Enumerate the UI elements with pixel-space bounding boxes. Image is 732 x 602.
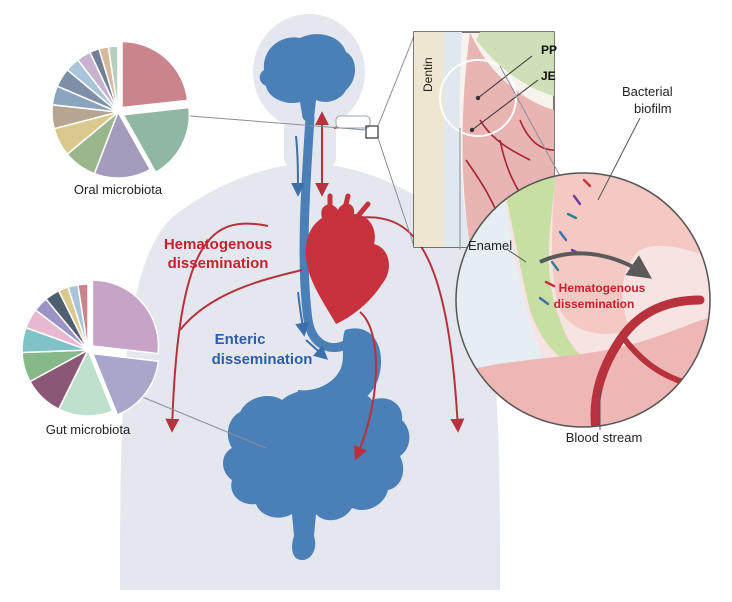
right-hemato-arrow <box>355 216 465 433</box>
gut-pie-slice <box>77 283 89 351</box>
zoom-link-1 <box>499 65 561 177</box>
enamel-pointer <box>507 249 527 263</box>
gut-microbiota-pie <box>21 279 160 417</box>
bacterial-biofilm-label-line2: biofilm <box>634 101 672 116</box>
enteric-arrow-lower <box>295 291 310 337</box>
zoom-connector-bottom <box>377 137 415 247</box>
zoom-hematogenous-line1: Hematogenous <box>559 281 646 295</box>
gut-microbiota-label: Gut microbiota <box>46 422 131 437</box>
oral-pie-slice <box>107 45 119 113</box>
gut-hemato-arrow <box>354 311 378 461</box>
enamel-label: Enamel <box>468 238 512 253</box>
oral-pie-slice <box>122 106 191 174</box>
zoom-detail-circle <box>455 172 711 428</box>
zoom-connector-top <box>377 35 415 127</box>
enteric-label-line1: Enteric <box>215 331 266 348</box>
gut-pie-slice <box>91 279 160 355</box>
biofilm-layer <box>476 32 554 96</box>
gut-connector <box>139 395 267 449</box>
je-label: JE <box>541 69 556 83</box>
oral-connector <box>189 115 367 131</box>
pp-label: PP <box>541 43 557 57</box>
zoom-hematogenous-line2: dissemination <box>554 297 635 311</box>
stomach-icon <box>297 328 382 411</box>
biofilm-pointer <box>597 117 641 201</box>
dentin-layer <box>414 32 444 247</box>
oral-pie-slice <box>93 110 152 179</box>
blood-stream-label: Blood stream <box>566 430 643 445</box>
je-pointer <box>471 79 539 131</box>
zoom-biofilm <box>500 173 600 370</box>
left-hemato-branch <box>179 269 303 331</box>
enteric-arrow-stomach <box>305 339 329 360</box>
zoom-source-circle <box>439 59 517 137</box>
gut-pie-slice <box>91 352 160 416</box>
zoom-enamel <box>456 173 580 427</box>
brain-icon <box>259 34 355 122</box>
oral-pie-slice <box>121 40 189 109</box>
oral-microbiota-label: Oral microbiota <box>74 182 163 197</box>
enteric-arrow-upper <box>290 135 305 197</box>
zoom-tissue <box>460 316 710 427</box>
left-hemato-arrow <box>165 222 269 433</box>
oral-microbiota-pie <box>51 40 191 179</box>
gum-vessels <box>465 119 554 237</box>
hematogenous-label-line1: Hematogenous <box>164 236 272 253</box>
aorta-icon <box>327 193 371 219</box>
enamel-layer <box>444 32 470 247</box>
gut-pie-slice <box>57 348 114 417</box>
heart-icon <box>305 203 389 324</box>
enteric-arrows <box>290 135 329 360</box>
teeth-icon <box>335 115 379 139</box>
zoom-blood-vessel <box>590 295 705 427</box>
dentin-label: Dentin <box>421 57 435 92</box>
enteric-label-line2: dissemination <box>212 351 313 368</box>
connector-lines <box>139 35 415 449</box>
hematogenous-label-line2: dissemination <box>168 255 269 272</box>
pp-pointer <box>477 55 533 99</box>
dissemination-arrow <box>539 251 652 279</box>
magnifier-box <box>365 125 379 139</box>
intestine-icon <box>223 389 410 560</box>
bacteria-cluster <box>538 178 592 306</box>
bacterial-biofilm-label-line1: Bacterial <box>622 84 673 99</box>
